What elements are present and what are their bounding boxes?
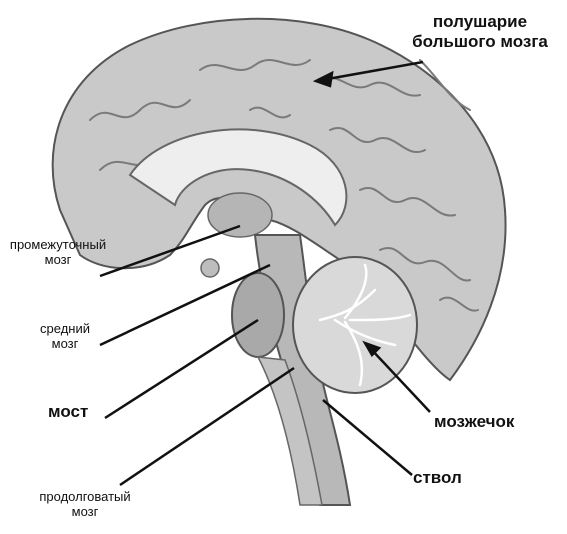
label-hemisphere-line1: полушарие: [410, 12, 550, 32]
label-medulla-line1: продолговатый: [30, 490, 140, 505]
label-midbrain-line2: мозг: [30, 337, 100, 352]
label-hemisphere-line2: большого мозга: [410, 32, 550, 52]
pointer-pons: [105, 320, 258, 418]
label-cerebellum: мозжечок: [434, 412, 514, 432]
label-diencephalon: промежуточный мозг: [6, 238, 110, 268]
label-hemisphere: полушарие большого мозга: [410, 12, 550, 51]
label-brainstem: ствол: [413, 468, 462, 488]
label-diencephalon-line1: промежуточный: [6, 238, 110, 253]
cerebellum-shape: [293, 257, 417, 393]
diencephalon-region: [208, 193, 272, 237]
label-medulla: продолговатый мозг: [30, 490, 140, 520]
label-midbrain: средний мозг: [30, 322, 100, 352]
label-medulla-line2: мозг: [30, 505, 140, 520]
label-pons: мост: [48, 402, 88, 422]
label-midbrain-line1: средний: [30, 322, 100, 337]
label-diencephalon-line2: мозг: [6, 253, 110, 268]
pointer-medulla: [120, 368, 294, 485]
pons-shape: [232, 273, 284, 357]
pituitary-region: [201, 259, 219, 277]
